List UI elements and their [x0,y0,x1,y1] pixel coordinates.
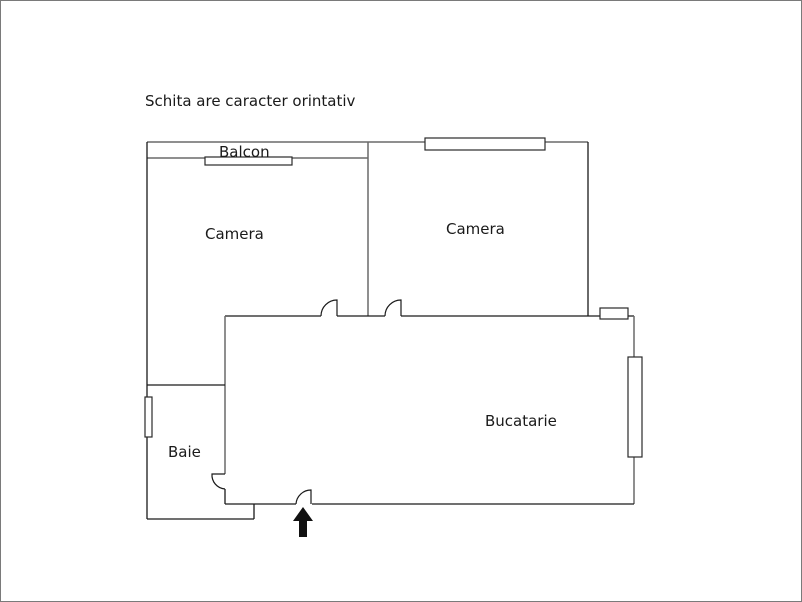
label-camera-left: Camera [205,225,264,243]
door-baie[interactable] [211,473,226,490]
label-camera-right: Camera [446,220,505,238]
label-bucatarie: Bucatarie [485,412,557,430]
camera-right-window [424,137,546,151]
door-camera-right[interactable] [384,299,402,317]
door-entrance[interactable] [295,489,312,505]
kitchen-window-top [599,307,629,320]
room-baie [147,384,255,520]
room-camera-left [146,141,369,519]
entrance-arrow-icon [293,507,313,537]
disclaimer-note: Schita are caracter orintativ [145,92,356,110]
bathroom-window [144,396,153,438]
label-balcon: Balcon [219,143,270,161]
room-bucatarie [224,315,635,505]
balcony-window [204,156,293,166]
label-baie: Baie [168,443,201,461]
door-camera-left[interactable] [320,299,338,317]
kitchen-window-right [627,356,643,458]
